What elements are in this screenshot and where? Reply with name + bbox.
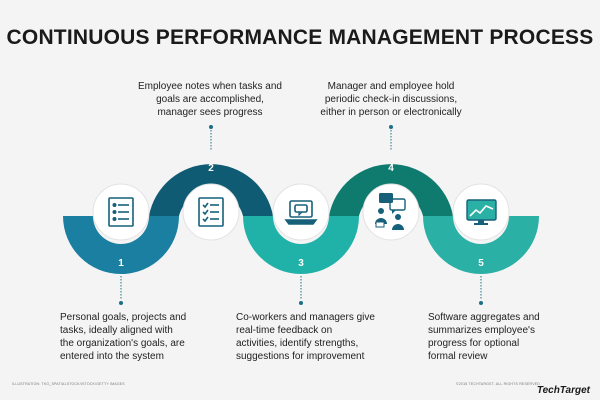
page-title: CONTINUOUS PERFORMANCE MANAGEMENT PROCES…	[6, 26, 594, 49]
connector-dot-1	[119, 301, 123, 305]
step-5-description: Software aggregates and summarizes emplo…	[428, 312, 540, 362]
step-number-5: 5	[478, 258, 484, 269]
step-1-description: Personal goals, projects and tasks, idea…	[60, 312, 187, 362]
footer-credit: ILLUSTRATION: TKG_SPATIALSTOCK/ISTOCK/GE…	[12, 382, 125, 386]
connector-dot-5	[479, 301, 483, 305]
chart-monitor-icon	[466, 199, 497, 225]
footer-copyright: ©2016 TECHTARGET. ALL RIGHTS RESERVED	[456, 382, 540, 386]
list-icon	[108, 197, 134, 227]
step-4-description: Manager and employee hold periodic check…	[320, 81, 462, 118]
checklist-icon	[198, 197, 224, 227]
step-number-4: 4	[388, 163, 394, 174]
band-segment-5	[423, 216, 539, 274]
band-segment-1	[63, 216, 179, 274]
connector-dot-3	[299, 301, 303, 305]
band-segment-3	[243, 216, 359, 274]
icon-circle-4	[362, 183, 420, 241]
step-number-3: 3	[298, 258, 304, 269]
step-2-description: Employee notes when tasks and goals are …	[138, 81, 282, 118]
techtarget-logo: TechTarget	[536, 385, 590, 396]
step-3-description: Co-workers and managers give real-time f…	[236, 312, 375, 362]
discussion-icon	[375, 193, 406, 230]
laptop-chat-icon	[284, 200, 318, 225]
connectors	[120, 130, 482, 300]
connector-dot-2	[209, 125, 213, 129]
connector-dot-4	[389, 125, 393, 129]
step-number-2: 2	[208, 163, 214, 174]
step-number-1: 1	[118, 258, 124, 269]
